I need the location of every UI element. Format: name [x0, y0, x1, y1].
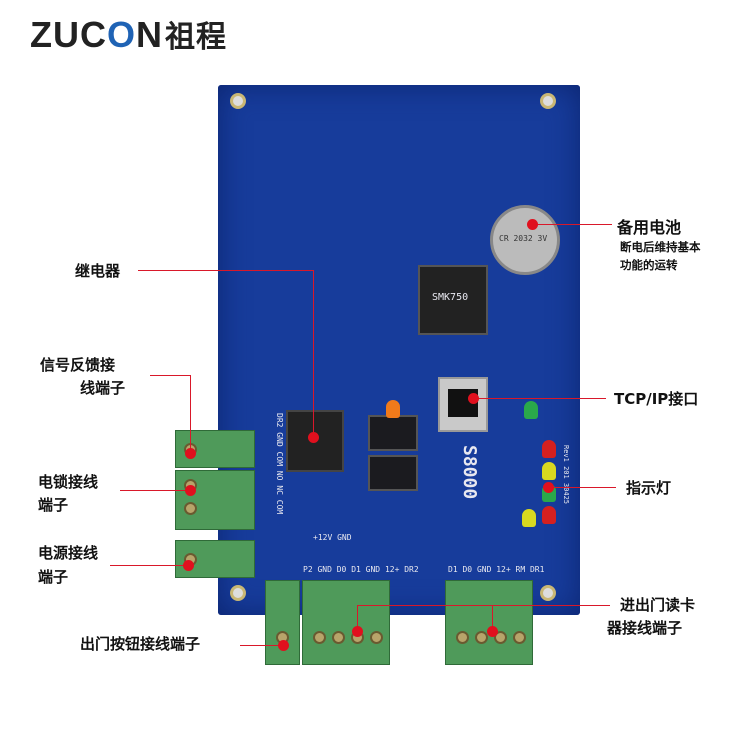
led-green: [524, 401, 538, 419]
brand-logo: ZUCON祖程: [30, 14, 228, 55]
battery-desc: 断电后维持基本: [620, 240, 701, 254]
indicator-dot: [543, 482, 554, 493]
cpu-chip: SMK750: [418, 265, 488, 335]
relay: [286, 410, 344, 472]
rj45-port: [438, 377, 488, 432]
battery-desc: 功能的运转: [620, 258, 678, 272]
battery-dot: [527, 219, 538, 230]
feedback-dot: [185, 448, 196, 459]
battery-leader: [532, 224, 612, 225]
regulator: [368, 415, 418, 451]
lock-label: 电锁接线: [38, 473, 99, 491]
backup-battery: CR 2032 3V: [490, 205, 560, 275]
reader-terminal-1: [302, 580, 390, 665]
lock-terminal: [175, 470, 255, 530]
feedback-label: 信号反馈接: [40, 356, 116, 374]
mount-hole: [540, 585, 556, 601]
relay-dot: [308, 432, 319, 443]
mount-hole: [540, 93, 556, 109]
reader-label: 器接线端子: [607, 619, 683, 637]
indicator-leader: [548, 487, 616, 488]
exit-button-terminal: [265, 580, 300, 665]
lock-dot: [185, 485, 196, 496]
power-label: 电源接线: [38, 544, 99, 562]
reader-label: 进出门读卡: [620, 596, 696, 614]
relay-leader: [313, 270, 314, 437]
reader-terminal-2: [445, 580, 533, 665]
revision-label: Rev1 201 30425: [562, 445, 570, 505]
power-dot: [183, 560, 194, 571]
led-yellow: [522, 509, 536, 527]
tcpip-label: TCP/IP接口: [614, 390, 699, 408]
tcpip-leader: [473, 398, 606, 399]
exit-button-dot: [278, 640, 289, 651]
lock-leader: [120, 490, 190, 491]
relay-leader: [138, 270, 313, 271]
exit-button-label: 出门按钮接线端子: [80, 635, 201, 653]
led-red: [542, 440, 556, 458]
feedback-label: 线端子: [80, 379, 126, 397]
power-terminal: [175, 540, 255, 578]
feedback-leader: [150, 375, 190, 376]
reader-dot: [487, 626, 498, 637]
feedback-leader: [190, 375, 191, 453]
lock-label: 端子: [38, 496, 69, 514]
reader-leader: [357, 605, 358, 631]
battery-label: 备用电池: [617, 218, 682, 237]
exit-button-leader: [240, 645, 283, 646]
tcpip-dot: [468, 393, 479, 404]
power-labels: +12V GND: [313, 533, 352, 542]
power-leader: [110, 565, 188, 566]
reader-dot: [352, 626, 363, 637]
led-orange: [386, 400, 400, 418]
mount-hole: [230, 93, 246, 109]
regulator: [368, 455, 418, 491]
bottom-right-labels: D1 D0 GND 12+ RM DR1: [448, 565, 545, 574]
circuit-board: SMK750 CR 2032 3V S8000 DR2 GND COM NO N…: [218, 85, 580, 615]
model-label: S8000: [459, 445, 480, 500]
reader-leader: [357, 605, 610, 606]
led-yellow: [542, 462, 556, 480]
bottom-left-labels: P2 GND D0 D1 GND 12+ DR2: [303, 565, 419, 574]
reader-leader: [492, 605, 493, 631]
led-red: [542, 506, 556, 524]
power-label: 端子: [38, 568, 69, 586]
relay-label: 继电器: [75, 262, 121, 280]
mount-hole: [230, 585, 246, 601]
indicator-label: 指示灯: [626, 479, 672, 497]
port-labels: DR2 GND COM NO NC COM: [275, 413, 284, 515]
